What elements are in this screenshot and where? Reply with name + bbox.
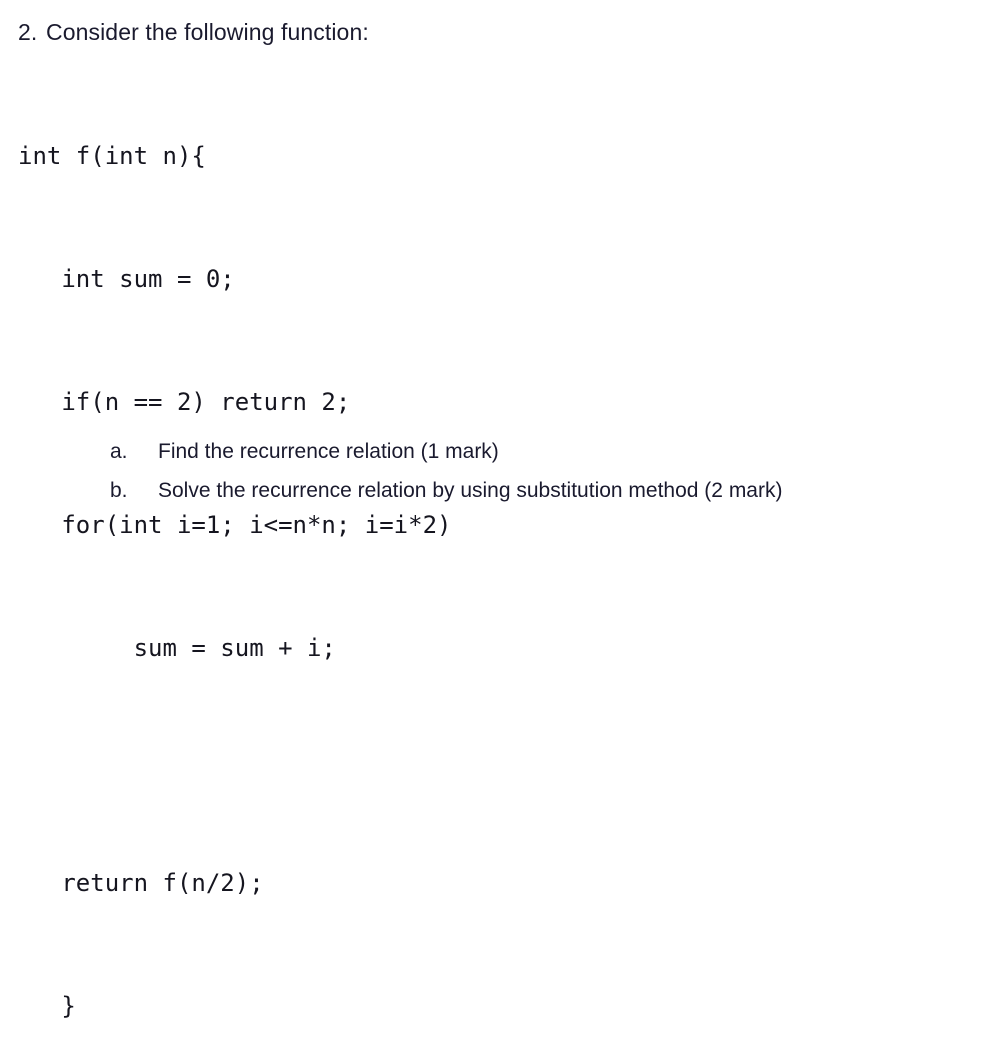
code-line: int f(int n){ bbox=[18, 142, 206, 170]
question-prompt: Consider the following function: bbox=[46, 19, 369, 45]
code-line: } bbox=[18, 992, 76, 1020]
code-line: if(n == 2) return 2; bbox=[18, 388, 351, 416]
code-line: sum = sum + i; bbox=[18, 634, 336, 662]
sub-question-list: a. Find the recurrence relation (1 mark)… bbox=[110, 432, 782, 510]
code-line: return f(n/2); bbox=[18, 869, 264, 897]
code-line: for(int i=1; i<=n*n; i=i*2) bbox=[18, 511, 452, 539]
question-number: 2. bbox=[18, 19, 38, 45]
list-item-marker: a. bbox=[110, 440, 128, 463]
code-line-blank bbox=[18, 751, 451, 781]
list-item-marker: b. bbox=[110, 479, 128, 502]
document-page: 2. Consider the following function: int … bbox=[18, 18, 783, 1020]
list-item: b. Solve the recurrence relation by usin… bbox=[110, 471, 782, 510]
code-block: int f(int n){ int sum = 0; if(n == 2) re… bbox=[18, 54, 451, 1048]
list-item: a. Find the recurrence relation (1 mark) bbox=[110, 432, 782, 471]
question-heading: 2. Consider the following function: bbox=[18, 18, 369, 46]
list-item-label: Find the recurrence relation (1 mark) bbox=[158, 440, 499, 463]
code-line: int sum = 0; bbox=[18, 265, 235, 293]
list-item-label: Solve the recurrence relation by using s… bbox=[158, 479, 783, 502]
